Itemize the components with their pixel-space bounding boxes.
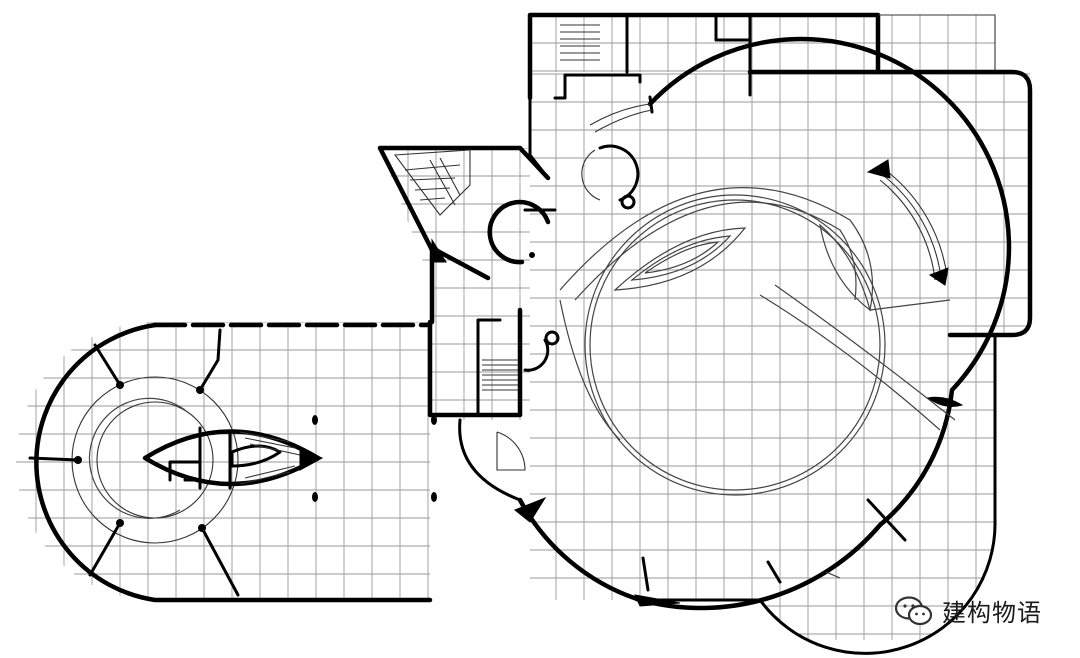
main-hall	[458, 36, 1033, 655]
right-arc-steps	[879, 171, 948, 281]
main-hall-lower-outer-arc	[638, 333, 997, 655]
left-ring-inner	[96, 401, 214, 519]
left-fin-dots	[74, 381, 206, 532]
grid-top-block	[530, 15, 995, 72]
wall-wedge-3	[926, 396, 964, 407]
grid-left-wing	[16, 322, 430, 600]
left-ring-inner-wall	[88, 397, 186, 519]
middle-block-outline	[427, 307, 523, 418]
wedge-stair	[393, 149, 471, 216]
left-wing-outer-wall	[34, 322, 433, 603]
room-circle-1-inner	[581, 149, 601, 201]
left-eye-stair	[239, 431, 301, 485]
wall-wedge-5	[634, 594, 681, 607]
watermark-text: 建构物语	[942, 599, 1042, 627]
middle-block	[377, 145, 551, 418]
top-block-partitions	[553, 13, 880, 100]
eye-void	[613, 227, 747, 291]
wedge-stair-tip	[431, 238, 447, 263]
grid-main-hall	[530, 73, 1030, 640]
main-hall-outer-wall	[637, 36, 1012, 611]
top-block	[527, 12, 996, 180]
ramp-diagonal	[759, 284, 956, 431]
entry-quarter	[496, 431, 526, 471]
door-marker	[825, 571, 841, 579]
middle-stair-box	[476, 318, 502, 417]
wedge-stair-outline	[377, 145, 551, 253]
top-block-stair	[560, 24, 600, 61]
eye-void-inner	[630, 235, 732, 281]
wall-wedge-2	[928, 267, 949, 286]
top-block-small-room	[714, 13, 750, 42]
ramp-lower-curve	[559, 299, 621, 441]
wall-ticks	[641, 95, 907, 592]
left-radial-fins	[28, 328, 240, 597]
top-block-left-link	[528, 96, 550, 180]
wall-wedge-4	[514, 496, 547, 523]
leaf-shape	[819, 223, 872, 312]
room-circle-1	[598, 144, 640, 202]
column-dot-2	[529, 252, 535, 258]
column-ring-3	[544, 330, 560, 346]
room-circle-3	[523, 338, 550, 372]
left-wing	[28, 322, 437, 603]
wall-wedge-1	[866, 159, 891, 179]
curved-upper-stair	[589, 103, 653, 133]
column-ring-1	[620, 194, 636, 210]
room-circle-2	[487, 199, 551, 265]
wechat-icon	[894, 595, 933, 625]
left-columns	[312, 415, 437, 502]
main-hall-back-wall	[747, 69, 1033, 338]
watermark: 建构物语	[894, 593, 1042, 628]
entry-curve	[458, 418, 522, 502]
left-eye-tip	[299, 447, 324, 471]
eye-void-core	[644, 241, 720, 274]
left-eye-inner	[230, 444, 282, 468]
ramp-band-inner	[574, 201, 857, 301]
left-eye-partitions	[168, 426, 232, 490]
central-court-ring	[584, 194, 886, 496]
ramp-band-outer	[559, 187, 951, 311]
top-block-outline	[527, 12, 881, 101]
top-block-extension	[878, 14, 996, 72]
central-court-ring-inner	[589, 199, 881, 491]
middle-stair	[482, 359, 518, 391]
